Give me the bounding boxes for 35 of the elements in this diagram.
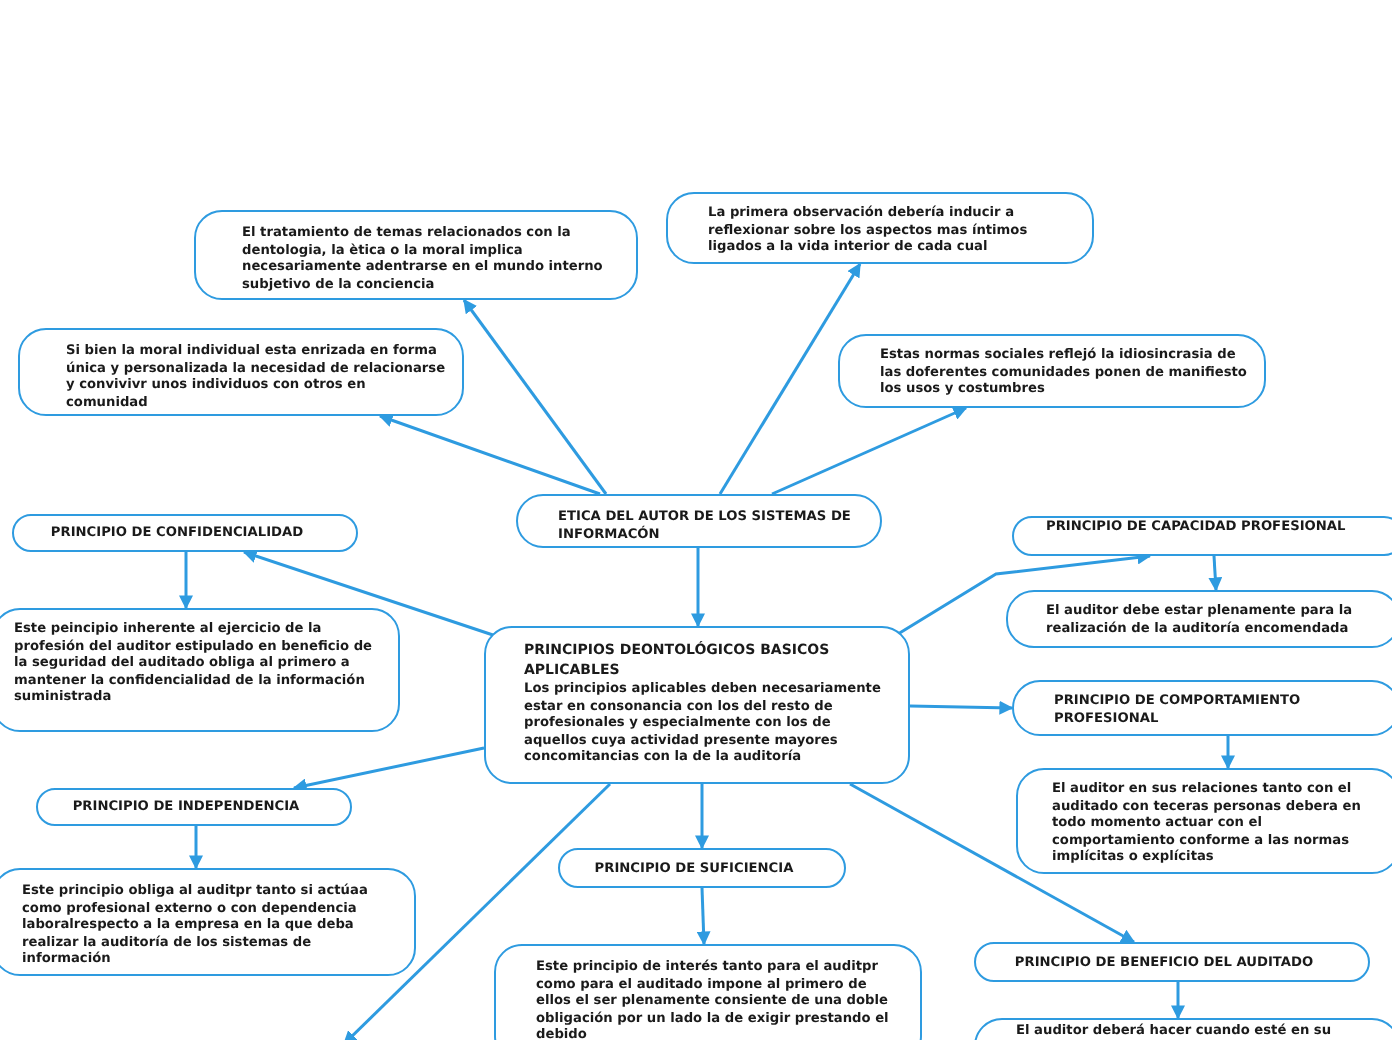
arrow [696,887,711,946]
rounded-box [1016,768,1392,874]
arrow [189,826,203,870]
arrow [242,549,497,638]
rounded-box [838,334,1266,408]
arrow [179,552,193,610]
arrow [292,746,485,793]
rounded-box [974,942,1370,982]
rounded-box [0,608,400,732]
rounded-box [666,192,1094,264]
rounded-box [1006,590,1392,648]
rounded-box [494,944,922,1040]
rounded-box [516,494,882,548]
rounded-box [484,626,910,784]
arrow [342,782,612,1040]
rounded-box [0,868,416,976]
arrow [897,550,1152,636]
arrow [909,700,1014,715]
arrow [1171,982,1185,1020]
rounded-box [18,328,464,416]
rounded-box [1012,680,1392,736]
arrow [462,298,608,495]
arrow [1208,555,1223,592]
arrow [378,413,601,496]
rounded-box [558,848,846,888]
arrow [695,784,709,850]
rounded-box [36,788,352,826]
rounded-box [1012,516,1392,556]
rounded-box [194,210,638,300]
arrow [718,262,862,495]
rounded-box [12,514,358,552]
arrow [849,782,1136,944]
arrow [691,548,705,628]
arrow [1221,736,1235,770]
arrow [771,406,968,496]
